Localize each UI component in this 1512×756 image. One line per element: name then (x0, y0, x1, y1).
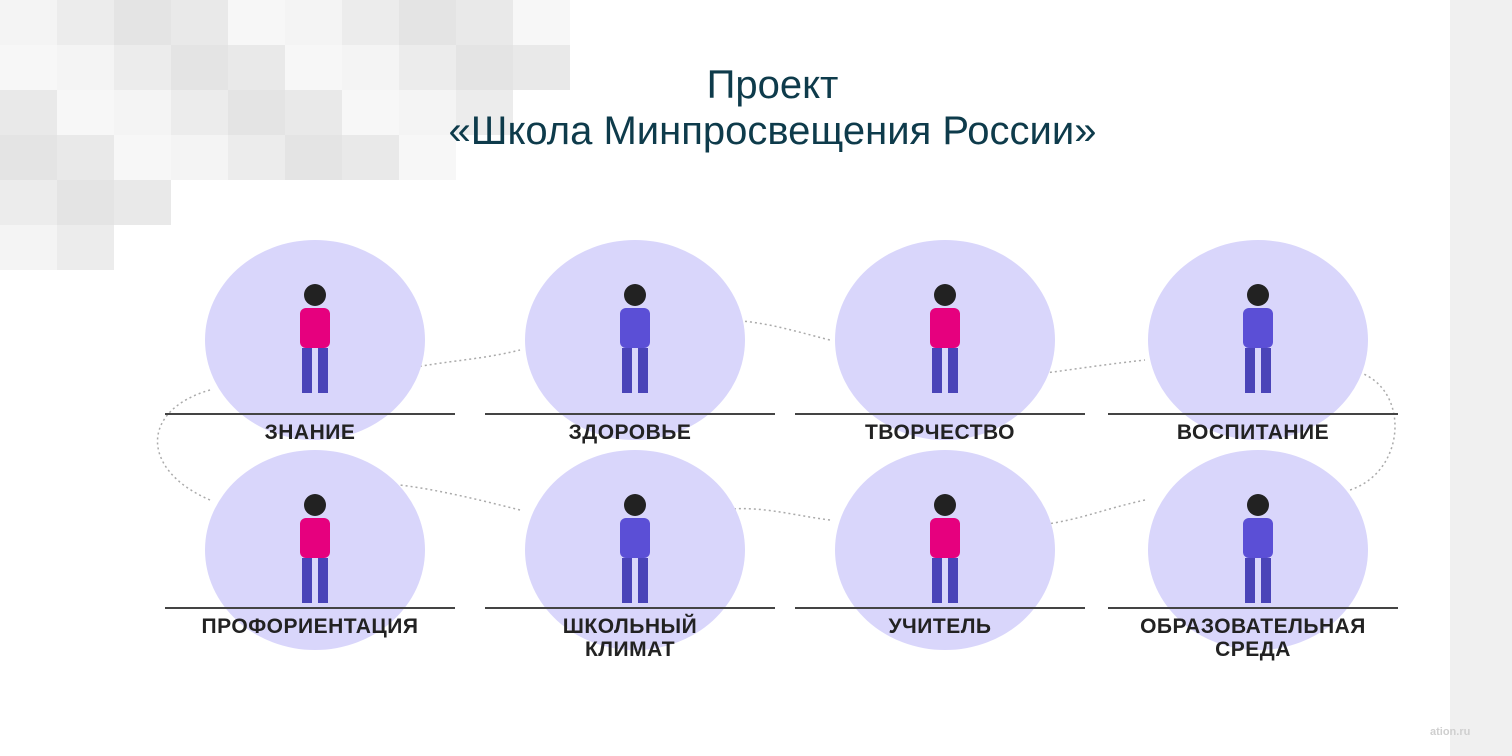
page-title: Проект «Школа Минпросвещения России» (0, 62, 1512, 154)
topic-label: ПРОФОРИЕНТАЦИЯ (201, 615, 419, 638)
bg-tile (57, 225, 114, 270)
person-illustration-icon (620, 494, 650, 603)
bg-tile (399, 45, 456, 90)
bg-tile (0, 0, 57, 45)
divider (485, 607, 775, 609)
person-illustration-icon (1243, 494, 1273, 603)
topic-label: ОБРАЗОВАТЕЛЬНАЯ СРЕДА (1140, 615, 1366, 661)
bg-tile (114, 135, 171, 180)
bg-tile (399, 0, 456, 45)
illustration-circle (525, 450, 745, 650)
bg-tile (57, 90, 114, 135)
bg-tile (171, 90, 228, 135)
bg-tile (0, 135, 57, 180)
bg-tile (342, 90, 399, 135)
bg-tile (456, 45, 513, 90)
bg-tile (0, 45, 57, 90)
illustration-circle (1148, 450, 1368, 650)
bg-tile (0, 225, 57, 270)
bg-tile (114, 45, 171, 90)
bg-tile (57, 135, 114, 180)
divider (1108, 413, 1398, 415)
bg-tile (228, 45, 285, 90)
person-illustration-icon (620, 284, 650, 393)
person-illustration-icon (930, 494, 960, 603)
illustration-circle (835, 450, 1055, 650)
person-illustration-icon (1243, 284, 1273, 393)
divider (1108, 607, 1398, 609)
bg-tile (114, 90, 171, 135)
bg-tile (0, 90, 57, 135)
illustration-circle (525, 240, 745, 440)
bg-tile (114, 0, 171, 45)
illustration-circle (205, 450, 425, 650)
bg-tile (171, 0, 228, 45)
divider (795, 607, 1085, 609)
divider (485, 413, 775, 415)
bg-tile (57, 45, 114, 90)
person-illustration-icon (300, 284, 330, 393)
side-strip (1450, 0, 1512, 756)
bg-tile (0, 180, 57, 225)
divider (165, 607, 455, 609)
divider (795, 413, 1085, 415)
bg-tile (285, 0, 342, 45)
bg-tile (57, 0, 114, 45)
bg-tile (342, 135, 399, 180)
bg-tile (171, 135, 228, 180)
watermark: ation.ru (1430, 726, 1471, 738)
person-illustration-icon (300, 494, 330, 603)
bg-tile (285, 135, 342, 180)
topic-label: ТВОРЧЕСТВО (864, 421, 1016, 444)
bg-tile (171, 45, 228, 90)
bg-tile (399, 90, 456, 135)
bg-tile (342, 0, 399, 45)
illustration-circle (205, 240, 425, 440)
topic-label: ШКОЛЬНЫЙ КЛИМАТ (562, 615, 698, 661)
topic-label: ЗНАНИЕ (264, 421, 356, 444)
person-illustration-icon (930, 284, 960, 393)
divider (165, 413, 455, 415)
topic-label: УЧИТЕЛЬ (888, 615, 992, 638)
bg-tile (285, 45, 342, 90)
title-line-2: «Школа Минпросвещения России» (448, 109, 1097, 153)
bg-tile (342, 45, 399, 90)
bg-tile (513, 45, 570, 90)
topic-label: ЗДОРОВЬЕ (568, 421, 692, 444)
bg-tile (57, 180, 114, 225)
topic-label: ВОСПИТАНИЕ (1176, 421, 1330, 444)
bg-tile (513, 0, 570, 45)
illustration-circle (1148, 240, 1368, 440)
bg-tile (228, 90, 285, 135)
bg-tile (228, 135, 285, 180)
bg-tile (456, 0, 513, 45)
bg-tile (228, 0, 285, 45)
illustration-circle (835, 240, 1055, 440)
title-line-1: Проект (706, 63, 839, 107)
bg-tile (399, 135, 456, 180)
bg-tile (114, 180, 171, 225)
bg-tile (456, 90, 513, 135)
bg-tile (285, 90, 342, 135)
